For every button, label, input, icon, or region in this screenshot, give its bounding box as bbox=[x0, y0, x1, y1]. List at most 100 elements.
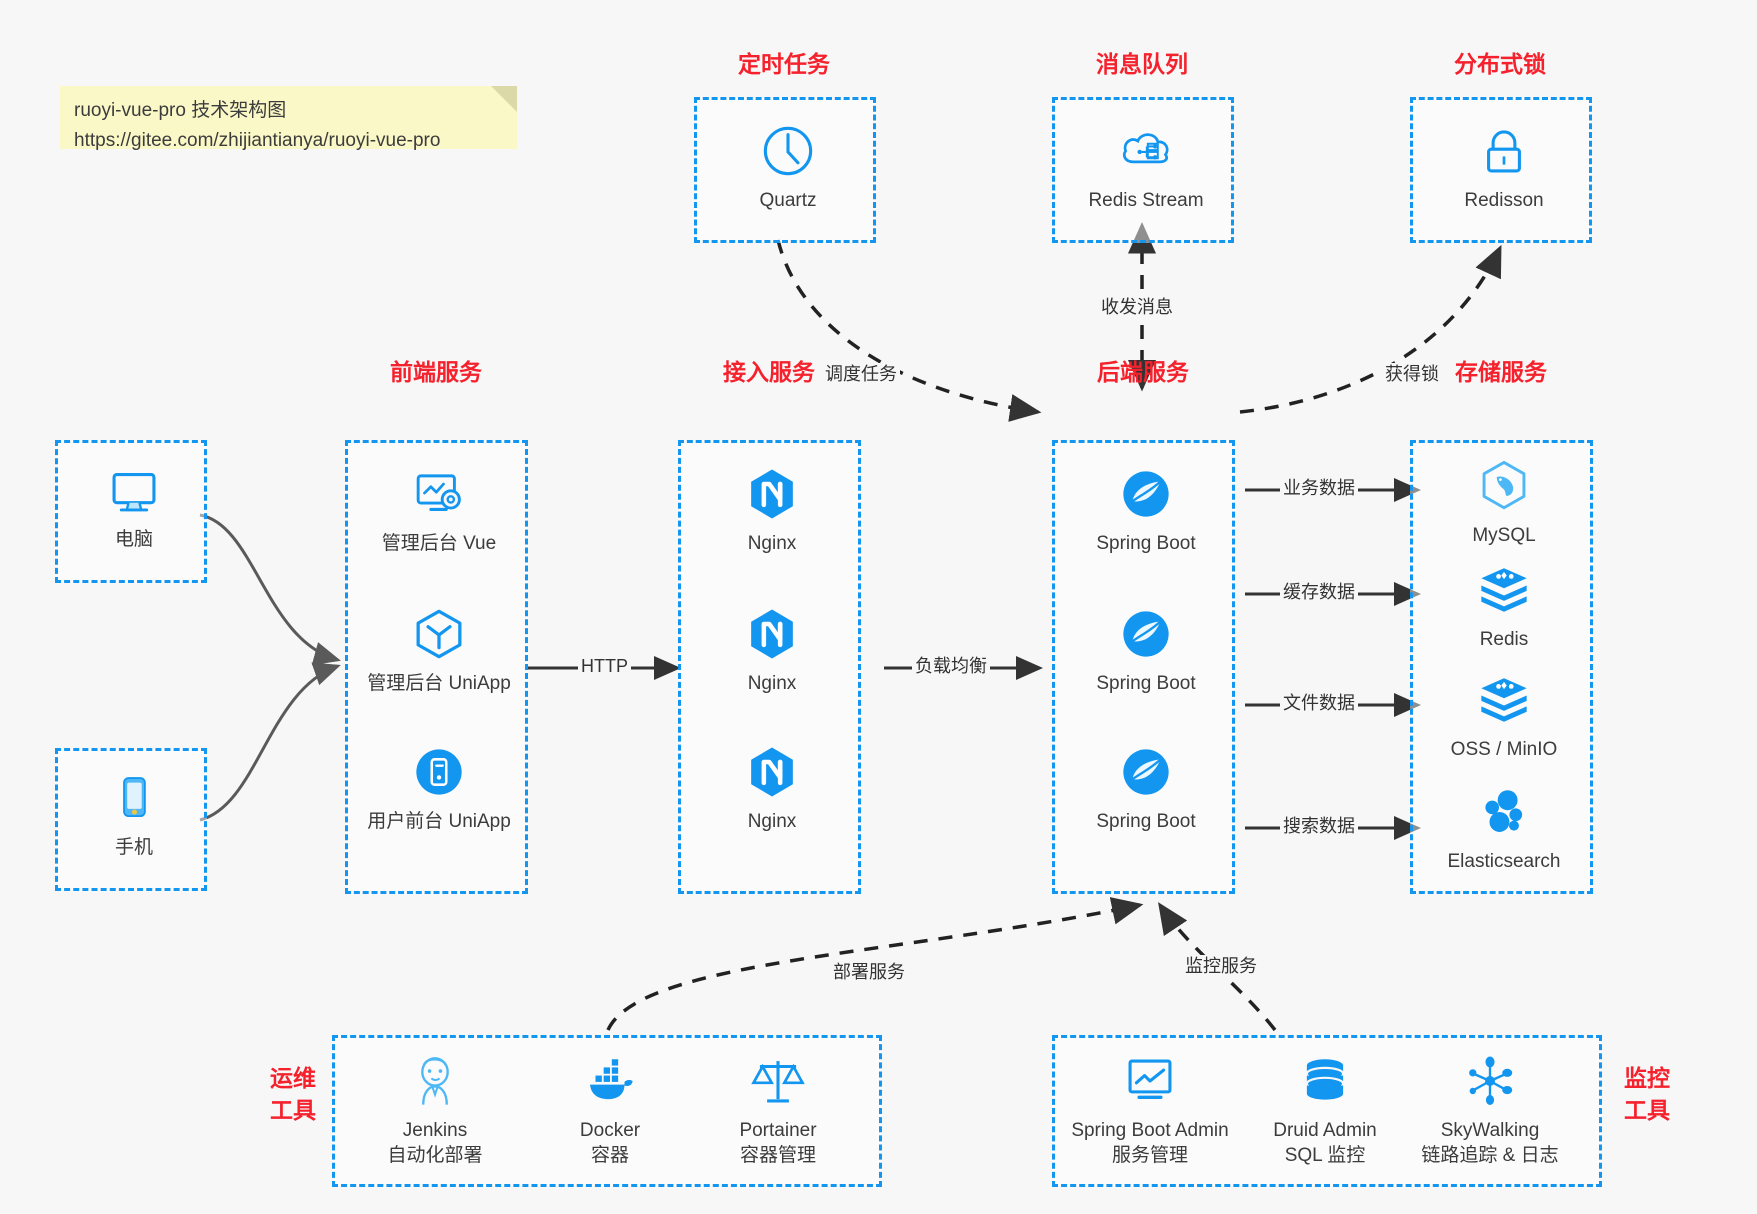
scales-balance-icon bbox=[751, 1061, 805, 1103]
diagram-note: ruoyi-vue-pro 技术架构图 https://gitee.com/zh… bbox=[60, 86, 517, 151]
node-quartz[interactable]: Quartz bbox=[713, 122, 863, 213]
node-sublabel-jenkins: 自动化部署 bbox=[387, 1145, 483, 1166]
ops-title-line2: 工具 bbox=[270, 1097, 316, 1123]
node-spring-boot-1[interactable]: Spring Boot bbox=[1071, 465, 1221, 556]
group-monitor-tools[interactable]: Spring Boot Admin 服务管理 Druid Admin SQL 监… bbox=[1052, 1035, 1602, 1187]
group-access[interactable]: Nginx Nginx Nginx bbox=[678, 440, 861, 894]
node-label-pc: 电脑 bbox=[114, 529, 153, 550]
node-label-oss-minio: OSS / MinIO bbox=[1450, 739, 1558, 760]
node-portainer[interactable]: Portainer 容器管理 bbox=[703, 1052, 853, 1168]
node-label-spring-boot-1: Spring Boot bbox=[1096, 533, 1196, 554]
jenkins-butler-icon bbox=[421, 1057, 449, 1105]
group-title-monitor-tools: 监控 工具 bbox=[1612, 1062, 1682, 1126]
spring-boot-icon bbox=[1123, 471, 1169, 517]
node-pc[interactable]: 电脑 bbox=[59, 461, 209, 552]
edge-label-acquire-lock: 获得锁 bbox=[1382, 363, 1442, 385]
edge-label-schedule-task: 调度任务 bbox=[822, 363, 900, 385]
group-title-scheduled-task: 定时任务 bbox=[738, 51, 830, 77]
group-storage[interactable]: MySQL Redis OSS / MinIO bbox=[1410, 440, 1593, 894]
edge-label-deploy-service: 部署服务 bbox=[830, 961, 908, 983]
group-frontend[interactable]: 管理后台 Vue 管理后台 UniApp 用户前台 UniApp bbox=[345, 440, 528, 894]
group-title-storage: 存储服务 bbox=[1455, 359, 1547, 385]
node-mobile[interactable]: 手机 bbox=[59, 769, 209, 860]
node-label-jenkins: Jenkins bbox=[402, 1120, 468, 1141]
node-admin-vue[interactable]: 管理后台 Vue bbox=[364, 465, 514, 556]
spring-boot-icon bbox=[1123, 611, 1169, 657]
note-fold-corner bbox=[491, 86, 517, 112]
ops-title-line1: 运维 bbox=[270, 1065, 316, 1091]
node-jenkins[interactable]: Jenkins 自动化部署 bbox=[360, 1052, 510, 1168]
node-label-spring-boot-admin: Spring Boot Admin bbox=[1071, 1120, 1229, 1141]
edge-label-cache-data: 缓存数据 bbox=[1280, 581, 1358, 603]
node-label-docker: Docker bbox=[579, 1120, 641, 1141]
docker-whale-icon bbox=[590, 1059, 633, 1100]
dashboard-gear-icon bbox=[416, 474, 461, 511]
monitor-title-line2: 工具 bbox=[1624, 1097, 1670, 1123]
group-distributed-lock[interactable]: Redisson bbox=[1410, 97, 1592, 243]
node-druid-admin[interactable]: Druid Admin SQL 监控 bbox=[1250, 1052, 1400, 1168]
node-label-portainer: Portainer bbox=[739, 1120, 817, 1141]
group-backend[interactable]: Spring Boot Spring Boot Spring Boot bbox=[1052, 440, 1235, 894]
node-label-admin-vue: 管理后台 Vue bbox=[381, 533, 497, 554]
group-title-ops-tools: 运维 工具 bbox=[258, 1062, 328, 1126]
node-label-redis-stream: Redis Stream bbox=[1088, 190, 1204, 211]
group-client-mobile[interactable]: 手机 bbox=[55, 748, 207, 891]
node-sublabel-skywalking: 链路追踪 & 日志 bbox=[1421, 1145, 1559, 1166]
edge-label-file-data: 文件数据 bbox=[1280, 692, 1358, 714]
group-message-queue[interactable]: Redis Stream bbox=[1052, 97, 1234, 243]
group-title-backend: 后端服务 bbox=[1097, 359, 1189, 385]
nginx-icon bbox=[751, 609, 793, 659]
edge-label-load-balance: 负载均衡 bbox=[912, 655, 990, 677]
cloud-stream-icon bbox=[1122, 133, 1169, 164]
monitor-title-line1: 监控 bbox=[1624, 1065, 1670, 1091]
desktop-monitor-icon bbox=[112, 473, 156, 512]
spring-boot-icon bbox=[1123, 749, 1169, 795]
node-oss-minio[interactable]: OSS / MinIO bbox=[1429, 671, 1579, 762]
circle-mobile-icon bbox=[416, 749, 462, 795]
node-label-druid-admin: Druid Admin bbox=[1273, 1120, 1377, 1141]
node-redis[interactable]: Redis bbox=[1429, 561, 1579, 652]
database-cylinder-icon bbox=[1305, 1059, 1345, 1100]
edge-label-send-receive-message: 收发消息 bbox=[1098, 296, 1176, 318]
mysql-dolphin-icon bbox=[1482, 460, 1526, 510]
redis-stack-icon bbox=[1481, 678, 1527, 722]
node-nginx-1[interactable]: Nginx bbox=[697, 465, 847, 556]
monitor-chart-icon bbox=[1128, 1059, 1172, 1099]
node-spring-boot-3[interactable]: Spring Boot bbox=[1071, 743, 1221, 834]
node-user-uniapp[interactable]: 用户前台 UniApp bbox=[364, 743, 514, 834]
note-line-title: ruoyi-vue-pro 技术架构图 bbox=[74, 100, 287, 121]
node-label-spring-boot-2: Spring Boot bbox=[1096, 673, 1196, 694]
node-sublabel-portainer: 容器管理 bbox=[739, 1145, 816, 1166]
node-mysql[interactable]: MySQL bbox=[1429, 457, 1579, 548]
group-client-pc[interactable]: 电脑 bbox=[55, 440, 207, 583]
node-label-redis: Redis bbox=[1479, 629, 1529, 650]
group-scheduled-task[interactable]: Quartz bbox=[694, 97, 876, 243]
node-sublabel-spring-boot-admin: 服务管理 bbox=[1111, 1145, 1188, 1166]
group-ops-tools[interactable]: Jenkins 自动化部署 Docker 容器 bbox=[332, 1035, 882, 1187]
node-docker[interactable]: Docker 容器 bbox=[535, 1052, 685, 1168]
node-label-admin-uniapp: 管理后台 UniApp bbox=[367, 673, 511, 694]
node-nginx-2[interactable]: Nginx bbox=[697, 605, 847, 696]
group-title-frontend: 前端服务 bbox=[390, 359, 482, 385]
node-nginx-3[interactable]: Nginx bbox=[697, 743, 847, 834]
node-label-quartz: Quartz bbox=[759, 190, 817, 211]
node-label-nginx-2: Nginx bbox=[747, 673, 797, 694]
node-label-spring-boot-3: Spring Boot bbox=[1096, 811, 1196, 832]
node-label-nginx-3: Nginx bbox=[747, 811, 797, 832]
node-sublabel-druid-admin: SQL 监控 bbox=[1284, 1145, 1366, 1166]
node-redis-stream[interactable]: Redis Stream bbox=[1071, 122, 1221, 213]
node-spring-boot-admin[interactable]: Spring Boot Admin 服务管理 bbox=[1071, 1052, 1229, 1168]
node-redisson[interactable]: Redisson bbox=[1429, 122, 1579, 213]
node-sublabel-docker: 容器 bbox=[590, 1145, 629, 1166]
elasticsearch-icon bbox=[1485, 790, 1523, 832]
hexagon-uniapp-icon bbox=[416, 609, 462, 659]
node-label-nginx-1: Nginx bbox=[747, 533, 797, 554]
node-label-mysql: MySQL bbox=[1472, 525, 1536, 546]
node-admin-uniapp[interactable]: 管理后台 UniApp bbox=[364, 605, 514, 696]
node-spring-boot-2[interactable]: Spring Boot bbox=[1071, 605, 1221, 696]
node-elasticsearch[interactable]: Elasticsearch bbox=[1429, 783, 1579, 874]
edge-label-monitor-service: 监控服务 bbox=[1182, 955, 1260, 977]
node-skywalking[interactable]: SkyWalking 链路追踪 & 日志 bbox=[1415, 1052, 1565, 1168]
nginx-icon bbox=[751, 747, 793, 797]
network-nodes-icon bbox=[1469, 1056, 1513, 1106]
